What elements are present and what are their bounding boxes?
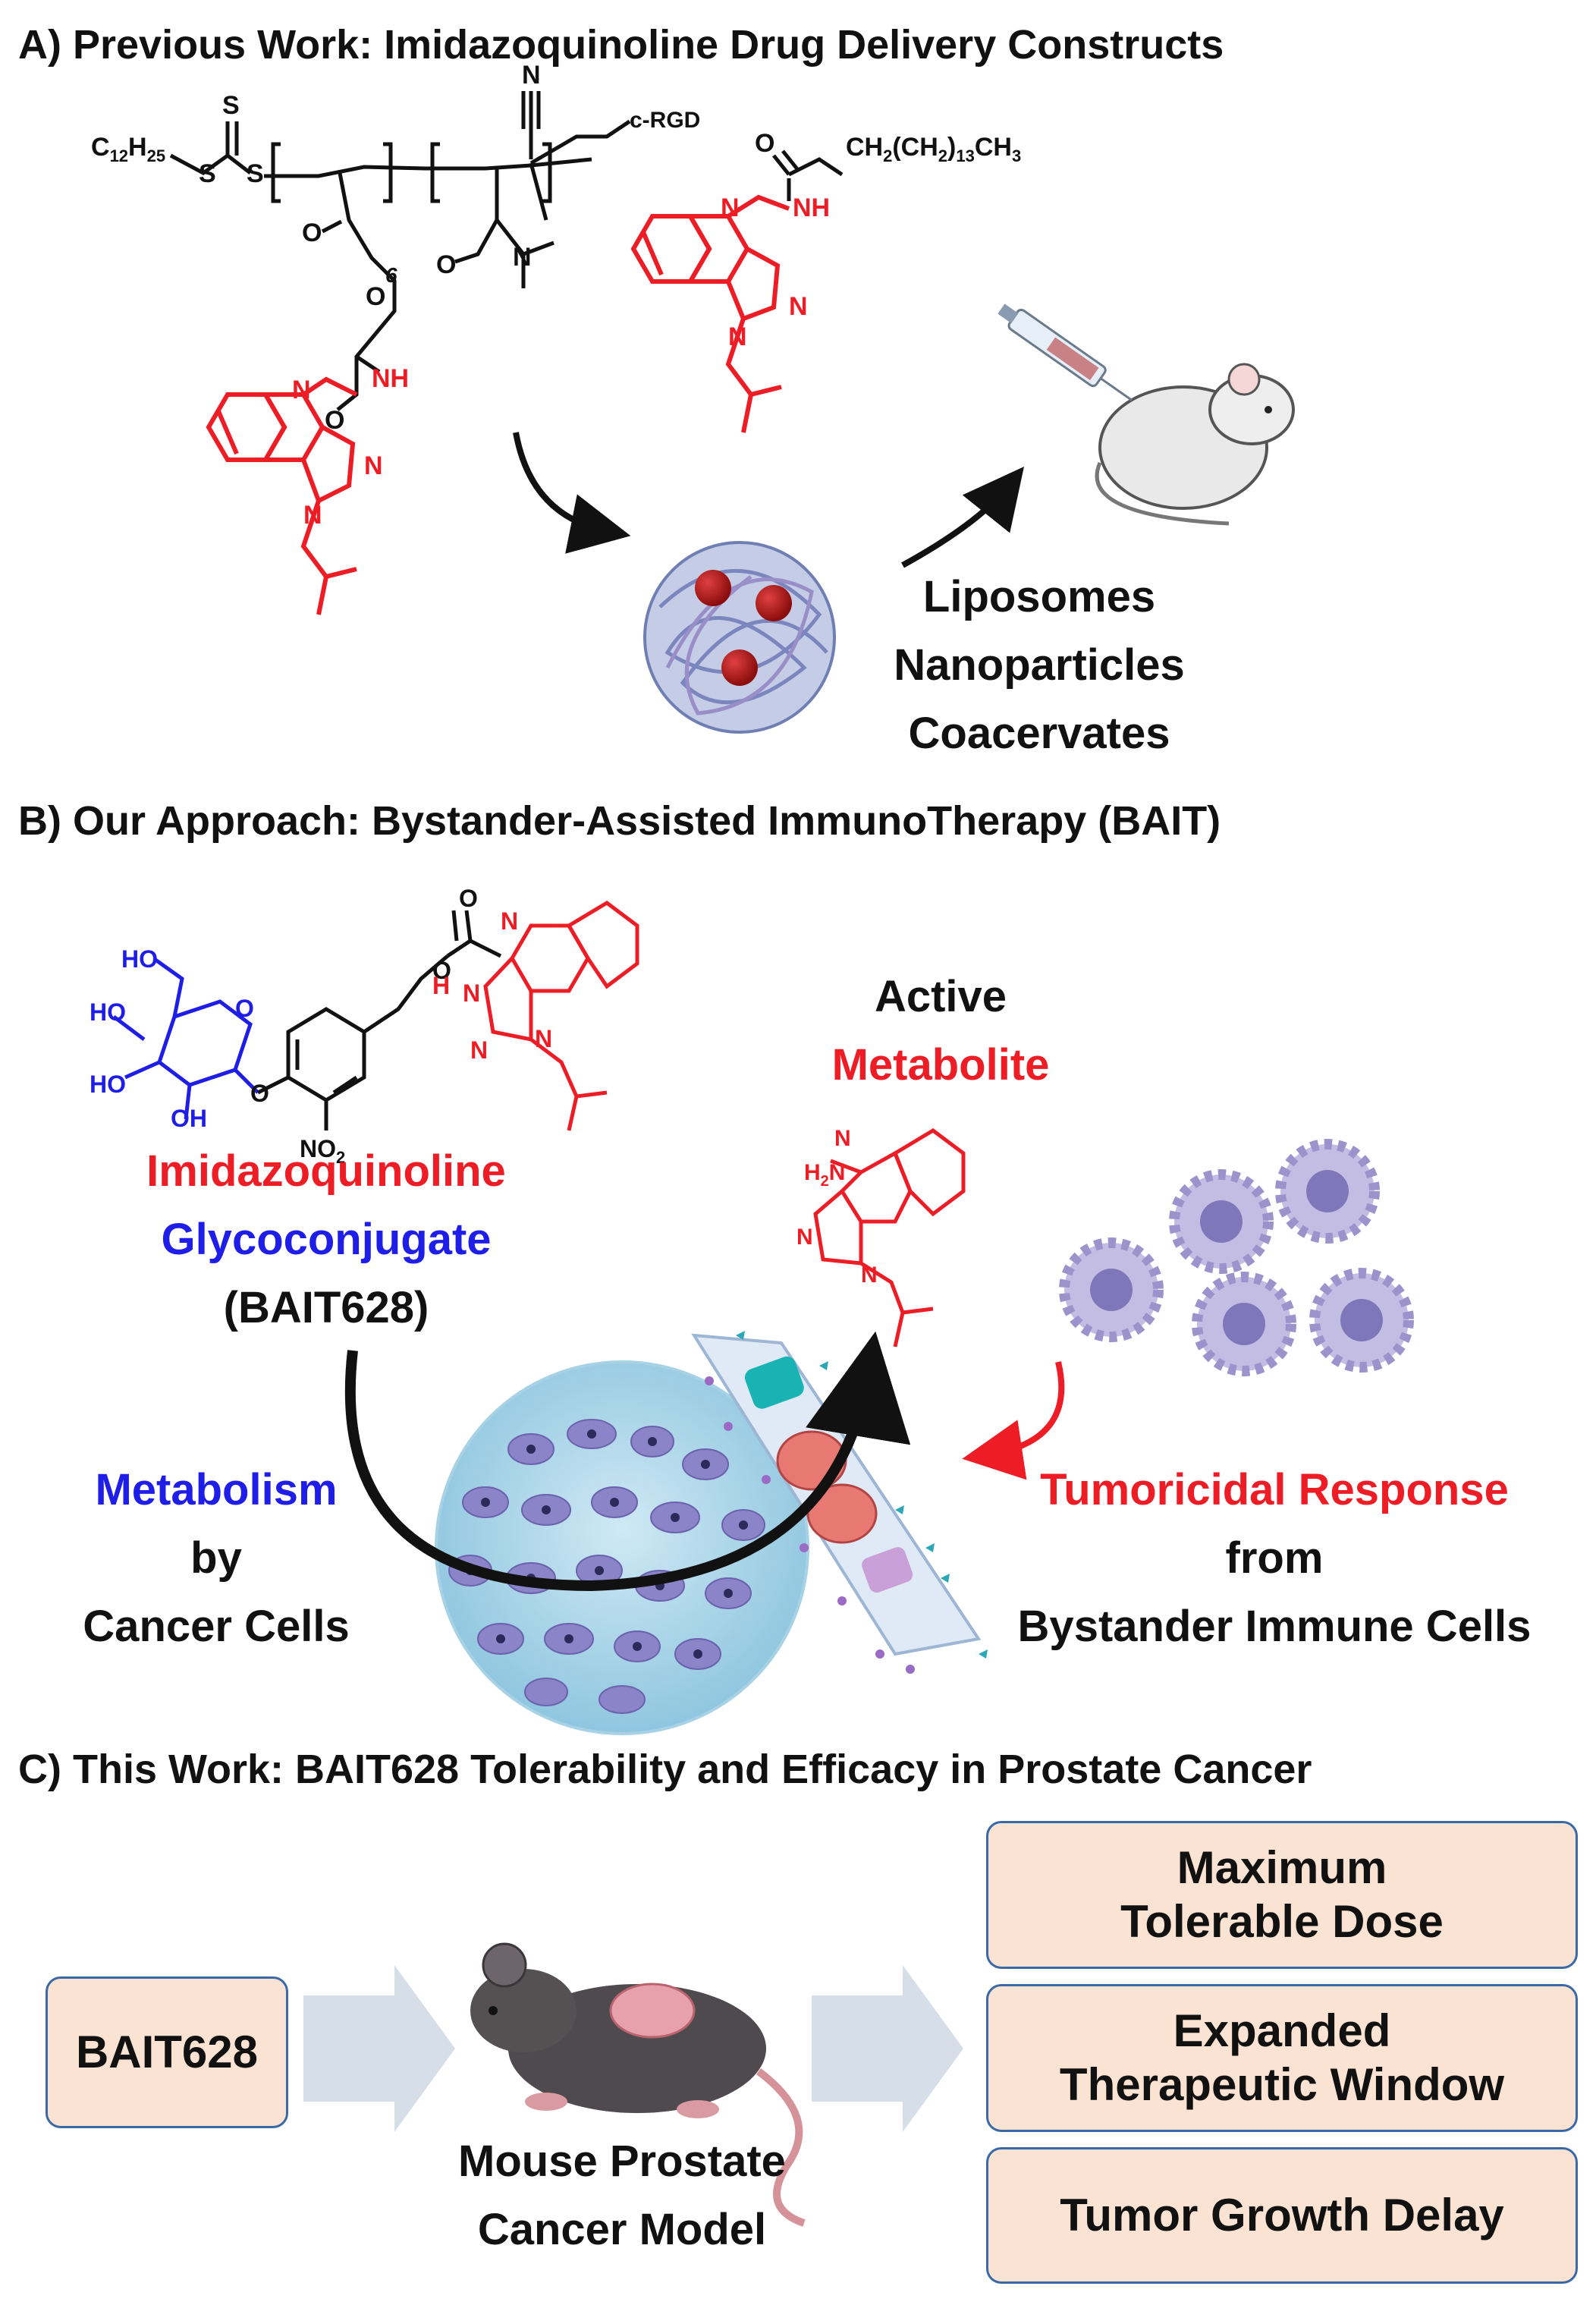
metabolite-line-2: Metabolite: [831, 1040, 1050, 1090]
response-line-1: Tumoricidal Response: [1040, 1465, 1509, 1514]
lipid-chain-label: CH2(CH2)13CH3: [846, 133, 1021, 165]
polymer-s-label-2: S: [222, 91, 240, 120]
drug-a1-n2: N: [364, 451, 383, 480]
drug-b1-n1: N: [501, 907, 518, 935]
drug-b1-n3: N: [470, 1036, 488, 1064]
conjugate-label: Imidazoquinoline Glycoconjugate (BAIT628…: [129, 1149, 523, 1354]
glyco-o-link: O: [250, 1080, 269, 1107]
outcome-1-line-2: Tolerable Dose: [1120, 1895, 1444, 1947]
glyco-o-ring: O: [235, 995, 254, 1022]
glyco-o-carbonyl: O: [459, 885, 478, 912]
drug-b1-n4: N: [535, 1025, 552, 1052]
polymer-repeat-6: 6: [385, 263, 397, 287]
arrow-polymer-to-carrier: [513, 432, 631, 554]
glyco-ho-2: HO: [90, 998, 126, 1026]
metabolite-h2n: H2N: [804, 1160, 845, 1190]
flow-arrow-2: [812, 1965, 963, 2132]
carrier-liposomes: Liposomes: [922, 572, 1156, 621]
glyco-oh: OH: [171, 1105, 207, 1132]
polymer-o-carbonyl: O: [302, 219, 322, 247]
mouse-injection-illustration: [998, 303, 1295, 526]
conjugate-line-2: Glycoconjugate: [161, 1215, 492, 1264]
outcome-2-line-2: Therapeutic Window: [1059, 2058, 1505, 2110]
drug-a1-n1: N: [292, 376, 311, 404]
immune-cells-illustration: [1059, 1139, 1414, 1376]
outcome-box-tumor-delay: Tumor Growth Delay: [986, 2147, 1578, 2284]
polymer-n-nitrile: N: [522, 61, 541, 90]
drug-a1-n3: N: [303, 501, 322, 530]
drug-b1-n2: N: [463, 980, 480, 1007]
metabolism-line-1: Metabolism: [95, 1465, 338, 1514]
section-a-title: A) Previous Work: Imidazoquinoline Drug …: [18, 22, 1224, 68]
imidazoquinoline-polymer-drug: [206, 376, 358, 615]
polymer-s-label-1: S: [199, 159, 216, 188]
input-box-label: BAIT628: [75, 2026, 259, 2077]
polymer-crgd: c-RGD: [630, 108, 700, 133]
polymer-structure: [169, 91, 631, 411]
section-c-title: C) This Work: BAIT628 Tolerability and E…: [18, 1747, 1312, 1792]
outcome-box-mtd: Maximum Tolerable Dose: [986, 1821, 1578, 1969]
arrow-carrier-to-mouse: [901, 467, 1024, 568]
outcome-box-window: Expanded Therapeutic Window: [986, 1984, 1578, 2132]
metabolite-label: Active Metabolite: [789, 975, 1092, 1112]
metabolism-label: Metabolism by Cancer Cells: [30, 1468, 402, 1673]
mouse-model-line-1: Mouse Prostate: [458, 2137, 786, 2186]
response-line-3: Bystander Immune Cells: [1017, 1602, 1532, 1651]
input-box-bait628: BAIT628: [46, 1976, 288, 2128]
mouse-model-line-2: Cancer Model: [477, 2205, 767, 2254]
outcome-3-line-1: Tumor Growth Delay: [1060, 2189, 1504, 2241]
outcome-2-line-1: Expanded: [1173, 2005, 1391, 2056]
drug-b1-h: H: [432, 972, 450, 999]
glyco-ho-3: HO: [90, 1071, 126, 1098]
flow-arrow-1: [303, 1965, 455, 2132]
arrow-immune-response: [962, 1361, 1065, 1480]
imidazoquinoline-lipid-drug: [630, 194, 790, 433]
metabolite-n2: N: [796, 1225, 813, 1250]
metabolite-line-1: Active: [874, 972, 1007, 1021]
tumor-cells-illustration: [435, 1360, 809, 1735]
drug-a2-n1: N: [721, 193, 740, 222]
glyco-o-ester: O: [432, 957, 451, 984]
metabolism-line-2: by: [190, 1533, 242, 1583]
linker-aryl: [256, 910, 502, 1130]
drug-a2-n2: N: [789, 292, 808, 321]
glucose-moiety: [112, 958, 259, 1120]
cell-membrane-illustration: [691, 1331, 988, 1674]
drug-a2-nh: NH: [793, 193, 830, 222]
response-label: Tumoricidal Response from Bystander Immu…: [971, 1468, 1578, 1673]
carrier-list: Liposomes Nanoparticles Coacervates: [842, 575, 1236, 780]
drug-a2-n3: N: [728, 322, 747, 351]
polymer-s-label-3: S: [247, 159, 264, 188]
carrier-coacervates: Coacervates: [908, 709, 1170, 758]
metabolite-n3: N: [861, 1263, 878, 1288]
imidazoquinoline-glycoconjugate-drug: [483, 900, 639, 1131]
active-metabolite-structure: [813, 1127, 966, 1347]
mouse-tumor-illustration: [470, 1942, 806, 2227]
polymer-n-amide: N: [513, 243, 532, 272]
outcome-1-line-1: Maximum: [1177, 1841, 1387, 1893]
conjugate-line-1: Imidazoquinoline: [146, 1146, 506, 1196]
lipid-o: O: [755, 129, 774, 158]
polymer-o-amide: O: [436, 250, 456, 279]
nanoparticle-illustration: [643, 541, 836, 734]
polymer-o-ester: O: [366, 282, 385, 311]
polymer-c12h25-label: C12H25: [91, 133, 165, 165]
response-line-2: from: [1225, 1533, 1324, 1583]
glyco-no2: NO2: [300, 1135, 345, 1167]
drug-a1-nh: NH: [372, 364, 409, 393]
conjugate-line-3: (BAIT628): [223, 1283, 429, 1332]
section-b-title: B) Our Approach: Bystander-Assisted Immu…: [18, 798, 1221, 844]
arrow-metabolism: [344, 1331, 911, 1592]
glyco-ho-1: HO: [121, 945, 158, 973]
metabolite-n1: N: [834, 1126, 851, 1151]
mouse-model-label: Mouse Prostate Cancer Model: [425, 2140, 819, 2276]
metabolism-line-3: Cancer Cells: [83, 1602, 350, 1651]
carrier-nanoparticles: Nanoparticles: [894, 640, 1185, 690]
